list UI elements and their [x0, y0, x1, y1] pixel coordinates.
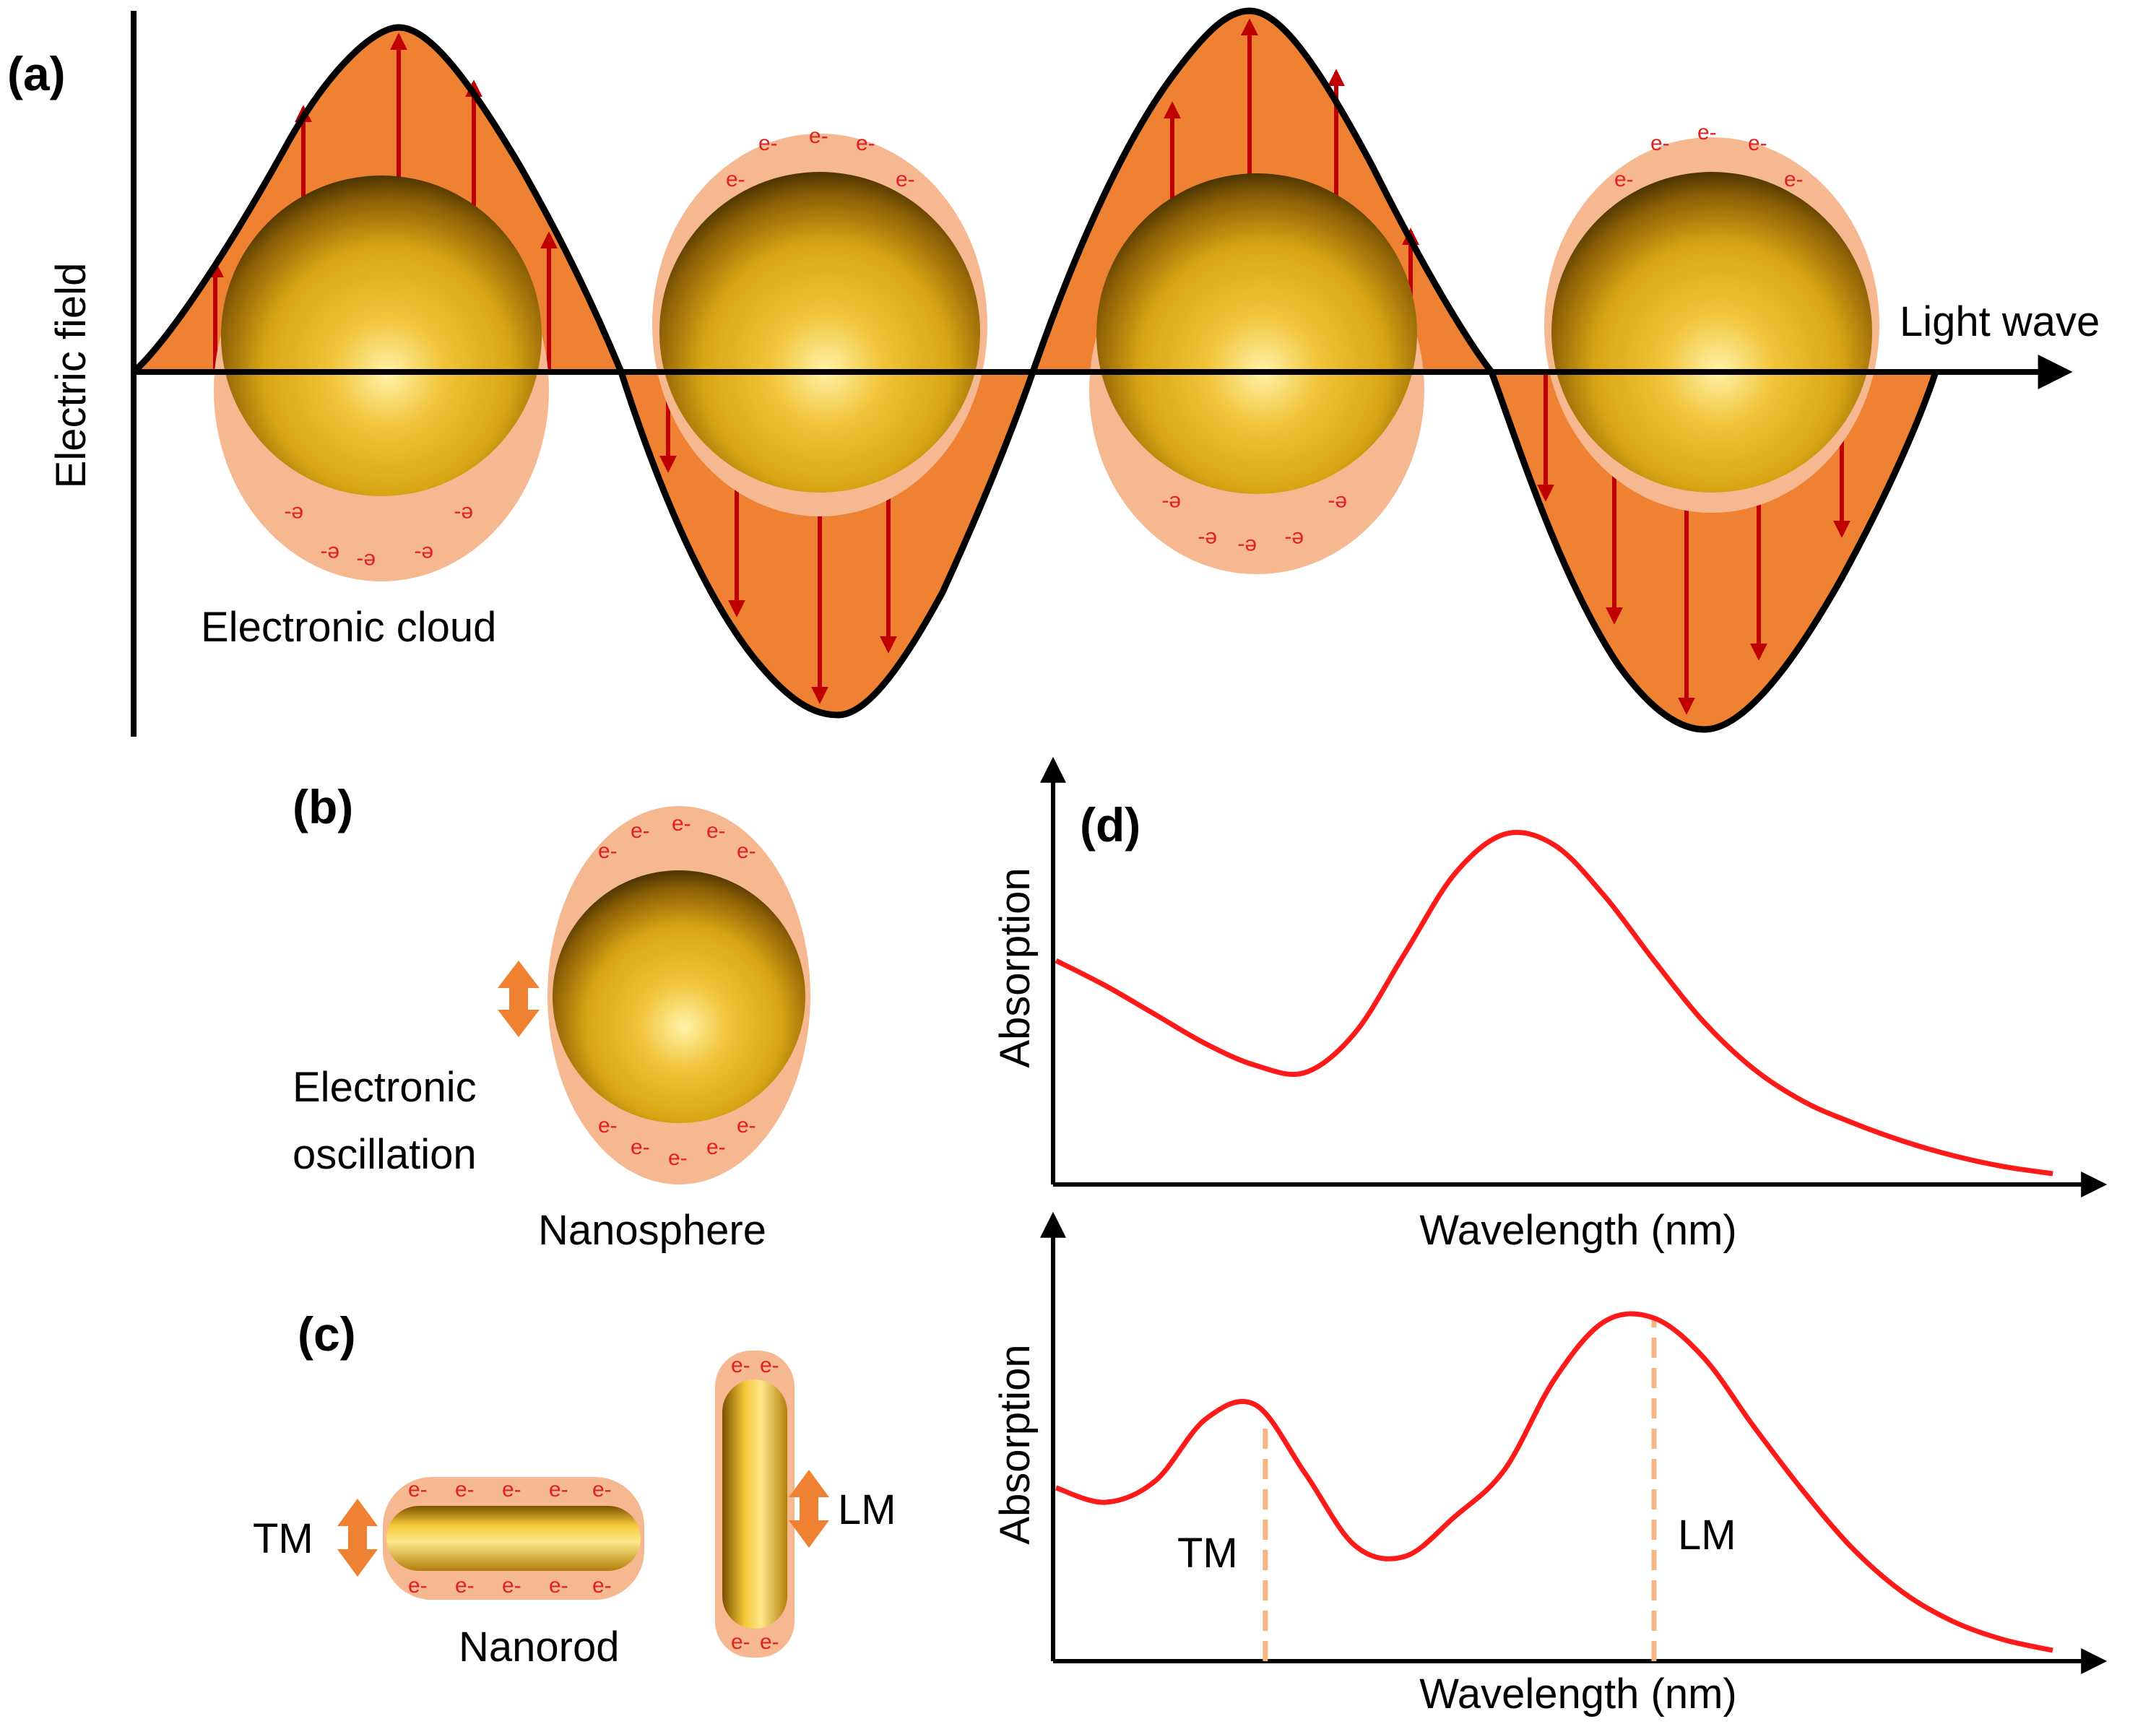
- svg-text:e-: e-: [455, 1478, 475, 1502]
- svg-text:e-: e-: [356, 549, 376, 573]
- gold-sphere: [659, 172, 980, 493]
- svg-text:e-: e-: [631, 819, 650, 843]
- svg-text:e-: e-: [731, 1630, 750, 1654]
- absorption-curve-top: [1055, 830, 2053, 1177]
- svg-text:e-: e-: [758, 131, 778, 155]
- tm-label-c: TM: [253, 1515, 313, 1562]
- svg-text:e-: e-: [1697, 121, 1717, 144]
- svg-text:e-: e-: [408, 1478, 428, 1502]
- svg-text:e-: e-: [592, 1574, 612, 1598]
- svg-text:e-: e-: [1748, 131, 1767, 155]
- svg-text:e-: e-: [408, 1574, 428, 1598]
- svg-text:e-: e-: [706, 1135, 726, 1159]
- electrons-rod-v: e- e- e- e-: [731, 1353, 779, 1654]
- nanosphere-label: Nanosphere: [538, 1207, 766, 1254]
- gold-sphere: [553, 870, 805, 1123]
- gold-spheres-a: [221, 172, 1872, 496]
- electric-field-label: Electric field: [48, 263, 95, 489]
- electrons-b: e- e- e- e- e- e- e- e- e- e-: [598, 812, 756, 1170]
- svg-text:e-: e-: [706, 819, 726, 843]
- svg-text:e-: e-: [598, 839, 618, 863]
- svg-text:e-: e-: [320, 542, 339, 566]
- panel-b: (b) e- e- e- e- e- e- e- e- e- e- Electr…: [293, 780, 810, 1254]
- svg-text:e-: e-: [737, 839, 756, 863]
- spectrum-chart-bottom: TM LM Absorption Wavelength (nm): [992, 1211, 2108, 1717]
- panel-d: (d) Absorption Wavelength (nm) TM LM Abs…: [992, 756, 2108, 1717]
- svg-text:e-: e-: [502, 1574, 521, 1598]
- svg-text:e-: e-: [631, 1135, 650, 1159]
- svg-text:e-: e-: [598, 1114, 618, 1138]
- svg-text:e-: e-: [668, 1146, 688, 1170]
- svg-text:e-: e-: [549, 1574, 568, 1598]
- svg-text:e-: e-: [455, 1574, 475, 1598]
- svg-text:e-: e-: [1328, 491, 1347, 515]
- svg-text:e-: e-: [592, 1478, 612, 1502]
- svg-text:e-: e-: [1237, 534, 1257, 558]
- light-wave-label: Light wave: [1900, 298, 2100, 345]
- gold-sphere: [1551, 172, 1872, 493]
- svg-text:e-: e-: [502, 1478, 521, 1502]
- nanorod-label: Nanorod: [459, 1624, 619, 1671]
- absorption-curve-bottom: [1055, 1311, 2053, 1653]
- gold-sphere: [221, 176, 542, 496]
- svg-text:e-: e-: [1614, 168, 1634, 191]
- panel-a: (a): [7, 7, 2100, 737]
- light-wave-curve: [131, 7, 1939, 733]
- svg-text:e-: e-: [1784, 168, 1804, 191]
- electrons-rod-h: e- e- e- e- e- e- e- e- e- e-: [408, 1478, 612, 1598]
- svg-text:e-: e-: [672, 812, 691, 836]
- svg-text:e-: e-: [896, 168, 915, 191]
- tm-oscillation-arrow-icon: [337, 1499, 378, 1577]
- svg-text:e-: e-: [284, 502, 303, 526]
- gold-nanorod-vertical: [722, 1379, 787, 1629]
- panel-c: (c) e- e- e- e- e- e- e- e- e- e- TM Nan…: [253, 1307, 896, 1671]
- absorption-label-bottom: Absorption: [992, 1344, 1039, 1544]
- oscillation-arrow-icon: [498, 961, 540, 1037]
- svg-text:e-: e-: [856, 131, 875, 155]
- svg-text:e-: e-: [549, 1478, 568, 1502]
- svg-text:e-: e-: [760, 1630, 779, 1654]
- tm-label-d: TM: [1177, 1530, 1238, 1577]
- wavelength-label-top: Wavelength (nm): [1419, 1207, 1736, 1254]
- svg-text:e-: e-: [731, 1353, 750, 1377]
- svg-text:e-: e-: [737, 1114, 756, 1138]
- electrons-a: e- e- e- e- e- e- e- e- e- e- e- e- e- e…: [284, 121, 1803, 573]
- panel-c-label: (c): [298, 1307, 356, 1361]
- lm-label-c: LM: [838, 1486, 896, 1533]
- svg-text:e-: e-: [1198, 527, 1217, 551]
- svg-text:e-: e-: [414, 542, 433, 566]
- svg-text:e-: e-: [454, 502, 473, 526]
- svg-text:e-: e-: [1284, 527, 1304, 551]
- svg-text:e-: e-: [760, 1353, 779, 1377]
- svg-text:e-: e-: [1650, 131, 1670, 155]
- lm-label-d: LM: [1678, 1512, 1736, 1559]
- gold-nanorod-horizontal: [386, 1506, 641, 1571]
- electronic-cloud-label: Electronic cloud: [201, 604, 496, 651]
- electronic-oscillation-label-2: oscillation: [293, 1131, 477, 1178]
- panel-d-label: (d): [1080, 798, 1140, 852]
- svg-text:e-: e-: [809, 124, 828, 148]
- absorption-label-top: Absorption: [992, 867, 1039, 1067]
- panel-b-label: (b): [293, 780, 353, 833]
- electronic-oscillation-label-1: Electronic: [293, 1064, 477, 1111]
- svg-text:e-: e-: [1161, 491, 1181, 515]
- panel-a-label: (a): [7, 47, 66, 100]
- svg-text:e-: e-: [726, 168, 745, 191]
- spectrum-chart-top: Absorption Wavelength (nm): [992, 756, 2108, 1254]
- lm-oscillation-arrow-icon: [789, 1470, 829, 1548]
- gold-sphere: [1096, 173, 1417, 494]
- wavelength-label-bottom: Wavelength (nm): [1419, 1671, 1736, 1717]
